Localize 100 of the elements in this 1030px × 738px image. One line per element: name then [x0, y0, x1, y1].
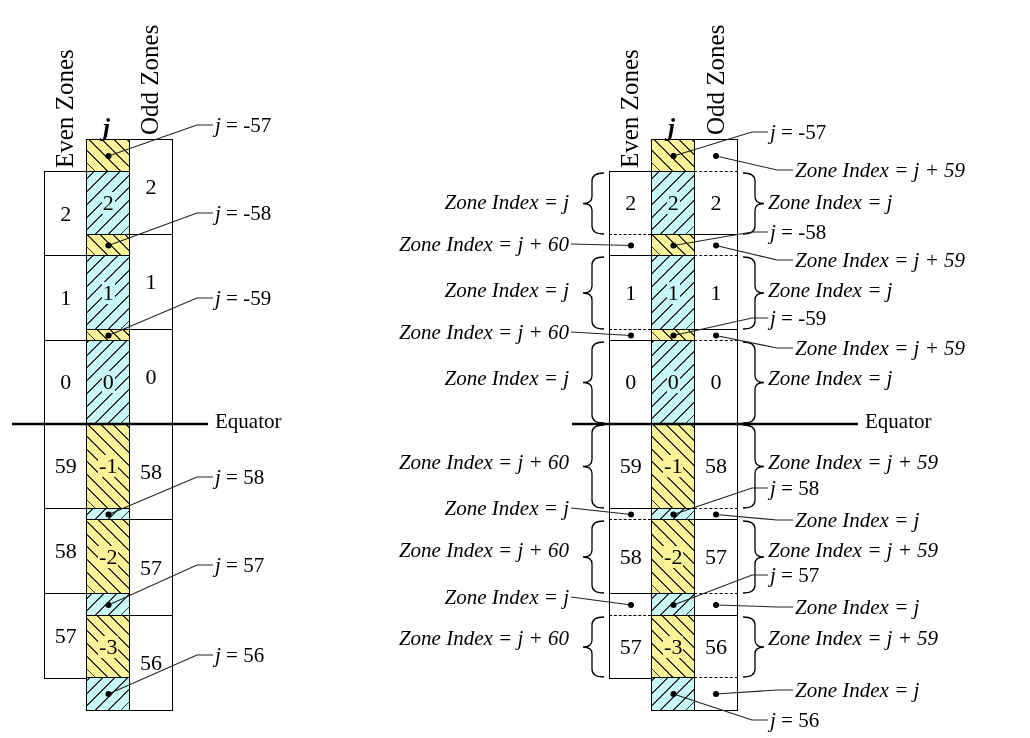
leader-label: j = -58 [770, 221, 827, 243]
leader-label: j = 57 [770, 564, 820, 586]
zone-strip [694, 139, 738, 172]
zone-cell: 1 [44, 255, 87, 341]
zone-cell: 56 [129, 615, 173, 711]
zone-strip [86, 234, 130, 256]
brace-label: Zone Index = j [768, 367, 893, 389]
leader-line [670, 574, 769, 609]
leader-line [712, 332, 794, 349]
leader-label: j = 56 [215, 644, 265, 666]
zone-cell: -3 [651, 615, 695, 678]
zone-cell: 2 [651, 171, 695, 235]
leader-label: j = 57 [215, 554, 265, 576]
brace-label: Zone Index = j + 59 [768, 451, 939, 473]
zone-cell: 1 [129, 234, 173, 330]
brace-label: Zone Index = j + 59 [768, 539, 939, 561]
brace-label: Zone Index = j + 60 [398, 539, 569, 561]
zone-strip [86, 593, 130, 616]
leader-label: j = 58 [770, 477, 820, 499]
zone-strip [694, 677, 738, 711]
brace-label: Zone Index = j [444, 279, 569, 301]
zone-cell: 1 [694, 255, 738, 330]
brace-label: Zone Index = j + 60 [398, 451, 569, 473]
zone-strip [694, 593, 738, 616]
equator-label: Equator [865, 410, 932, 432]
zone-cell: 2 [609, 171, 652, 235]
zone-strip [86, 508, 130, 520]
zone-cell: 1 [86, 255, 130, 330]
zone-cell: 58 [129, 423, 173, 520]
leader-line [670, 231, 769, 249]
zone-strip [86, 677, 130, 711]
zone-cell: -1 [651, 423, 695, 509]
leader-line [105, 297, 214, 339]
zone-cell: -2 [651, 519, 695, 594]
zone-cell: 1 [651, 255, 695, 330]
leader-label: Zone Index = j [795, 596, 920, 618]
zone-cell: -3 [86, 615, 130, 678]
leader-line [670, 487, 769, 518]
leader-line [105, 124, 214, 160]
brace-label: Zone Index = j [768, 191, 893, 213]
leader-line [712, 242, 794, 261]
leader-label: Zone Index = j [444, 497, 569, 519]
zone-cell: 57 [129, 519, 173, 616]
zone-strip [694, 234, 738, 256]
zone-strip [694, 329, 738, 341]
zone-strip [694, 508, 738, 520]
brace-label: Zone Index = j + 60 [398, 627, 569, 649]
zone-cell: 58 [694, 423, 738, 509]
column-header: Odd Zones [137, 24, 163, 135]
leader-line [105, 654, 214, 698]
leader-line [670, 131, 769, 160]
zone-cell: 0 [86, 340, 130, 424]
leader-label: Zone Index = j + 59 [795, 249, 966, 271]
zone-cell: 2 [44, 171, 87, 256]
leader-label: Zone Index = j + 60 [398, 233, 569, 255]
leader-label: Zone Index = j + 59 [795, 337, 966, 359]
leader-line [105, 212, 214, 249]
zone-strip [651, 677, 695, 711]
leader-label: Zone Index = j + 60 [398, 321, 569, 343]
zone-cell: 57 [44, 593, 87, 679]
leader-line [570, 507, 635, 518]
zone-cell: 1 [609, 255, 652, 330]
zone-cell: 58 [44, 508, 87, 594]
column-header: Even Zones [617, 49, 643, 168]
leader-line [712, 601, 794, 609]
leader-line [670, 690, 769, 721]
leader-line [570, 331, 635, 339]
leader-label: Zone Index = j [795, 509, 920, 531]
zone-strip [651, 234, 695, 256]
zone-cell: 2 [86, 171, 130, 235]
column-header: Even Zones [52, 49, 78, 168]
brace-label: Zone Index = j [768, 279, 893, 301]
zone-strip [651, 329, 695, 341]
leader-line [105, 476, 214, 518]
leader-line [105, 564, 214, 609]
leader-label: j = -59 [215, 287, 272, 309]
zone-strip [651, 593, 695, 616]
brace-label: Zone Index = j [444, 191, 569, 213]
zone-strip [651, 508, 695, 520]
zone-cell: 57 [609, 615, 652, 679]
brace-label: Zone Index = j + 59 [768, 627, 939, 649]
leader-line [570, 242, 635, 249]
leader-label: Zone Index = j [444, 586, 569, 608]
zone-cell: -1 [86, 423, 130, 509]
zone-cell: 0 [609, 340, 652, 424]
leader-label: j = -57 [770, 121, 827, 143]
leader-line [712, 511, 794, 521]
leader-label: j = -58 [215, 202, 272, 224]
zone-strip [86, 329, 130, 341]
zone-cell: 0 [44, 340, 87, 424]
leader-label: j = 56 [770, 709, 820, 731]
zone-cell: 58 [609, 519, 652, 594]
brace-label: Zone Index = j [444, 367, 569, 389]
leader-label: j = 58 [215, 466, 265, 488]
leader-label: j = -59 [770, 307, 827, 329]
zone-cell: -2 [86, 519, 130, 594]
zone-cell: 56 [694, 615, 738, 678]
zone-strip [651, 139, 695, 172]
leader-label: Zone Index = j + 59 [795, 159, 966, 181]
leader-label: j = -57 [215, 114, 272, 136]
